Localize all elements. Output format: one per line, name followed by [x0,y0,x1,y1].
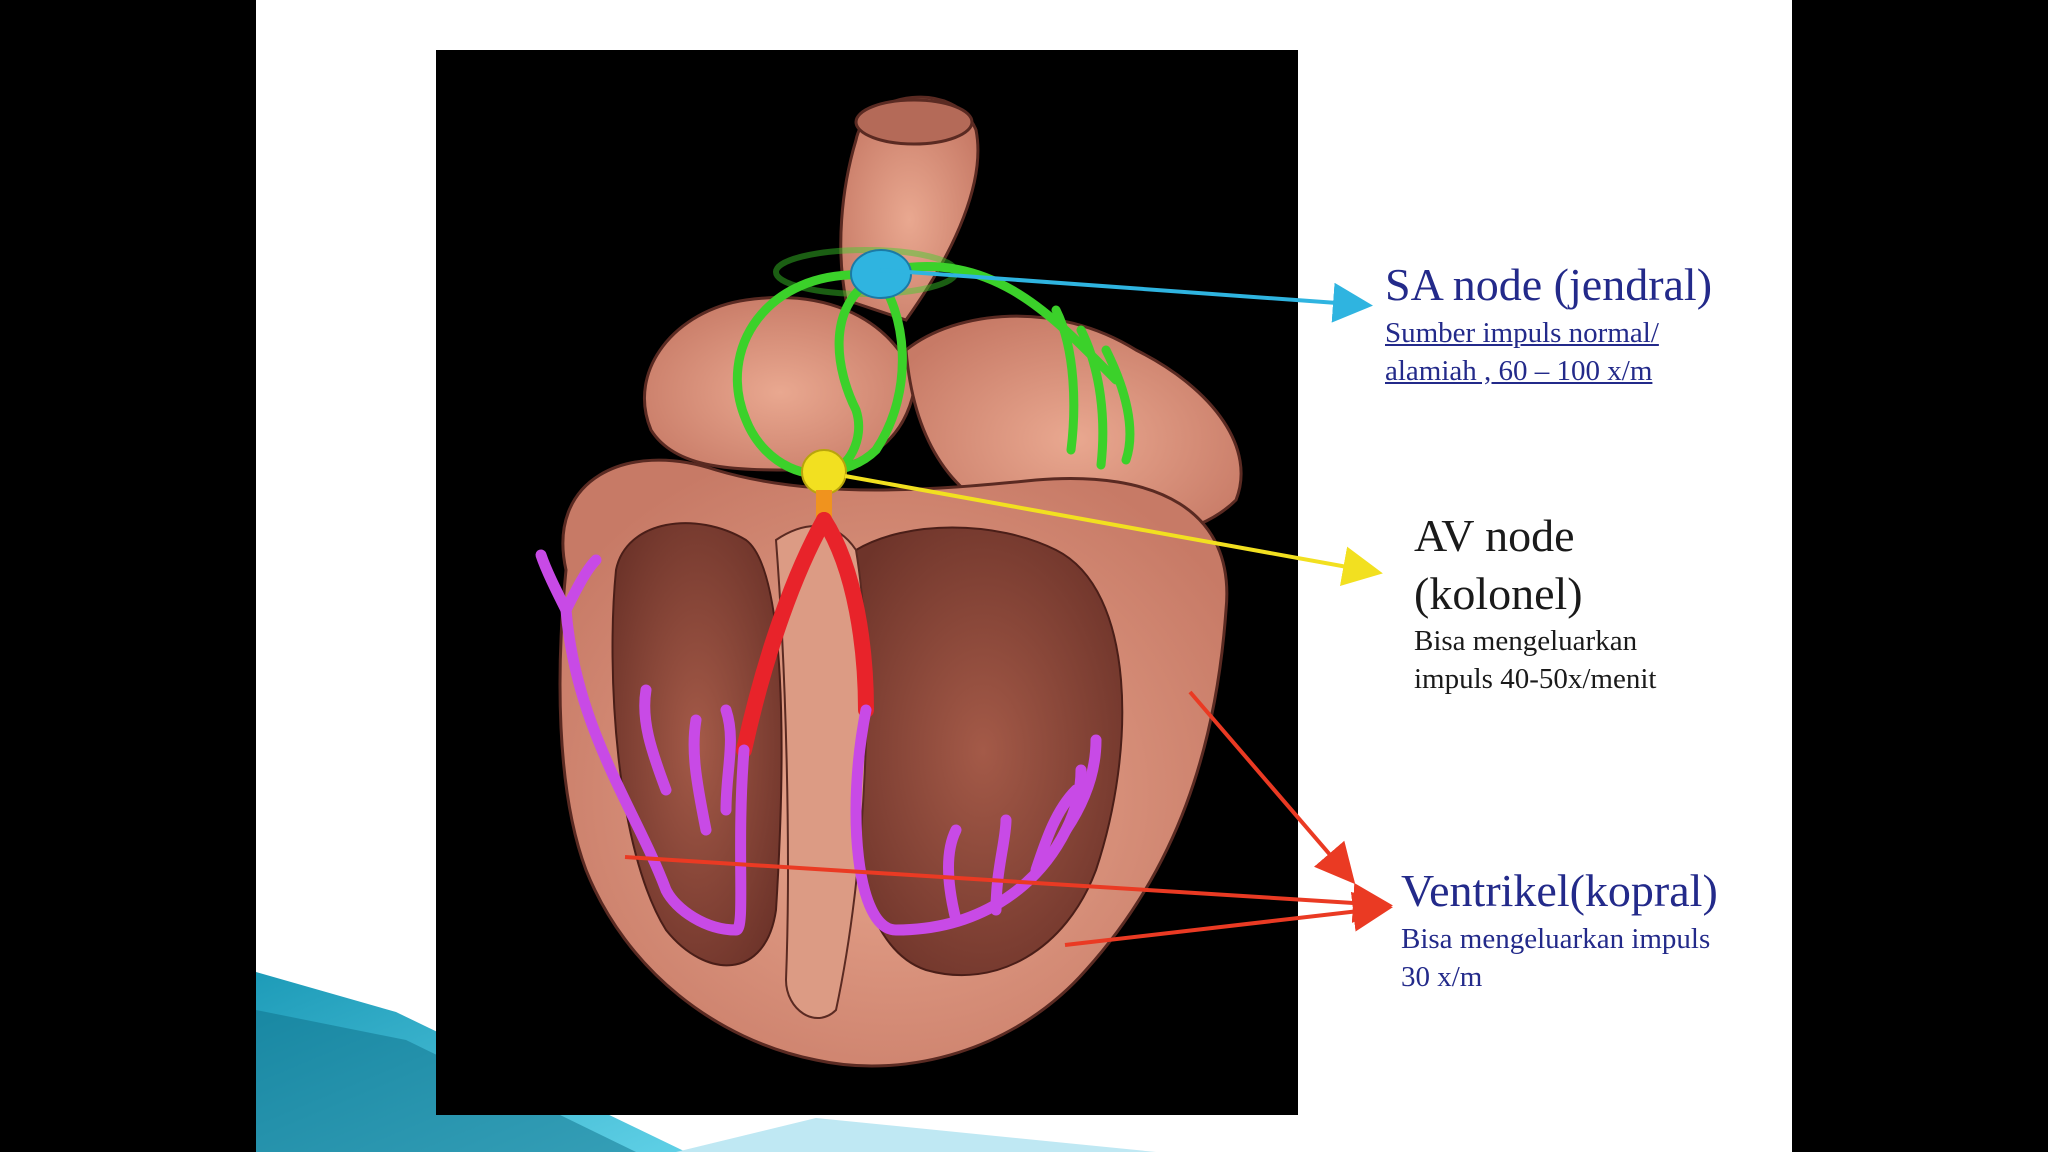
sa-node-label: SA node (jendral) Sumber impuls normal/ … [1385,256,1712,390]
sa-node-marker [850,249,912,299]
ventrikel-desc-line2: 30 x/m [1401,960,1483,993]
bundle-of-his [736,512,874,758]
sa-node-desc-line2: alamiah , 60 – 100 x/m [1385,354,1653,387]
ventrikel-desc-line1: Bisa mengeluarkan impuls [1401,922,1711,955]
av-node-title-line1: AV node [1414,510,1575,561]
sa-node-title: SA node (jendral) [1385,259,1713,310]
ventrikel-title: Ventrikel(kopral) [1401,865,1718,916]
ventrikel-label: Ventrikel(kopral) Bisa mengeluarkan impu… [1401,862,1718,996]
av-node-title-line2: (kolonel) [1414,567,1583,619]
heart-conduction-diagram [535,95,1243,1068]
heart-illustration [436,50,1298,1115]
av-node-desc-line1: Bisa mengeluarkan [1414,625,1638,657]
av-node-label: AV node (kolonel) Bisa mengeluarkan impu… [1414,507,1656,699]
av-node-marker [801,449,847,495]
sa-node-desc-line1: Sumber impuls normal/ [1385,316,1659,349]
av-node-desc-line2: impuls 40-50x/menit [1414,663,1657,696]
